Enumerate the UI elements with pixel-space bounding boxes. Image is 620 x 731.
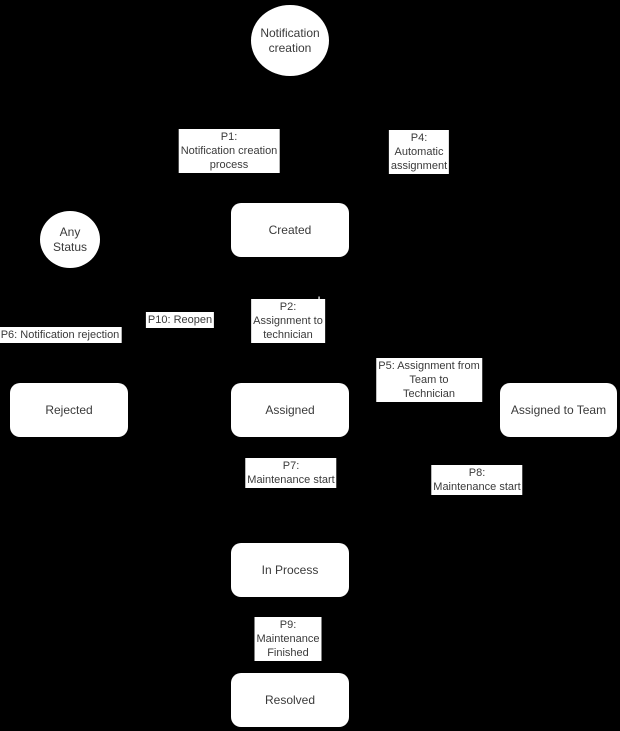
node-label-assigned: Assigned (265, 402, 315, 417)
transition-label-p8[interactable]: P8: Maintenance start (431, 465, 523, 495)
node-any-status[interactable]: Any Status (40, 211, 100, 268)
transition-label-p7[interactable]: P7: Maintenance start (245, 458, 337, 488)
transition-label-p9[interactable]: P9: Maintenance Finished (254, 617, 322, 661)
transition-label-p1[interactable]: P1: Notification creation process (178, 129, 280, 173)
node-notification-creation[interactable]: Notification creation (251, 5, 329, 76)
node-label-any-status: Any Status (52, 224, 88, 254)
node-assigned[interactable]: Assigned (231, 383, 349, 437)
node-assigned-to-team[interactable]: Assigned to Team (500, 383, 617, 437)
transition-label-p2[interactable]: P2: Assignment to technician (251, 299, 325, 343)
transition-label-p10[interactable]: P10: Reopen (145, 312, 215, 328)
node-label-in-process: In Process (261, 562, 319, 577)
node-label-assigned-to-team: Assigned to Team (510, 402, 607, 417)
transition-label-p5[interactable]: P5: Assignment from Team to Technician (376, 358, 482, 402)
node-in-process[interactable]: In Process (231, 543, 349, 597)
transition-label-p4[interactable]: P4: Automatic assignment (388, 130, 450, 174)
node-label-resolved: Resolved (264, 692, 316, 707)
node-label-created: Created (268, 222, 312, 237)
node-label-rejected: Rejected (45, 402, 93, 417)
node-rejected[interactable]: Rejected (10, 383, 128, 437)
node-resolved[interactable]: Resolved (231, 673, 349, 727)
stray-glyph: L (317, 293, 325, 309)
transition-label-p6[interactable]: P6: Notification rejection (0, 327, 122, 343)
node-created[interactable]: Created (231, 203, 349, 257)
node-label-notification-creation: Notification creation (260, 25, 320, 55)
